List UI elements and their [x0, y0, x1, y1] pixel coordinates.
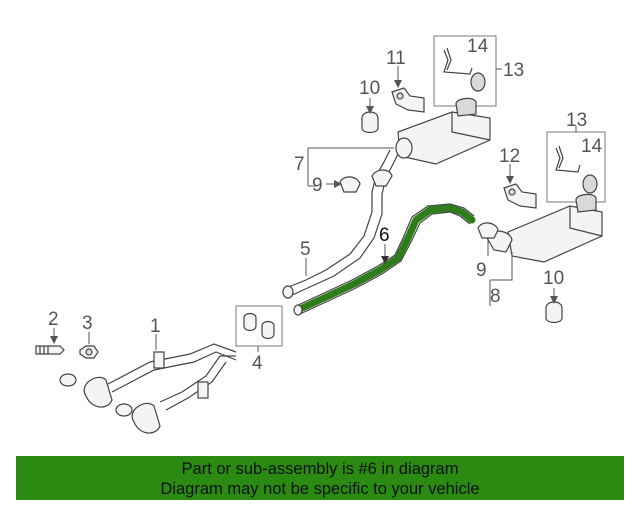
part-11-hanger-bracket[interactable] — [391, 66, 425, 113]
part-6-tail-pipe-highlighted[interactable] — [293, 203, 476, 316]
part-9-clamp-upper[interactable] — [326, 176, 361, 193]
callout-2[interactable]: 2 — [48, 309, 59, 330]
callout-6[interactable]: 6 — [379, 225, 390, 246]
callout-5[interactable]: 5 — [300, 239, 311, 260]
part-1-front-pipe-assembly[interactable] — [59, 334, 237, 434]
part-2-stud[interactable] — [35, 328, 65, 355]
callout-3[interactable]: 3 — [82, 313, 93, 334]
callout-13-upper[interactable]: 13 — [503, 60, 524, 81]
callout-1[interactable]: 1 — [150, 316, 161, 337]
callout-12[interactable]: 12 — [499, 146, 520, 167]
part-8-muffler-lower[interactable] — [485, 193, 603, 306]
callout-10-upper[interactable]: 10 — [359, 78, 380, 99]
callout-9-upper[interactable]: 9 — [312, 175, 323, 196]
callout-8[interactable]: 8 — [490, 286, 501, 307]
callout-13-lower[interactable]: 13 — [566, 110, 587, 131]
callout-14-upper[interactable]: 14 — [467, 36, 489, 57]
exhaust-parts-diagram: 1 2 3 4 5 6 7 8 9 9 10 10 11 12 13 13 14… — [35, 35, 606, 434]
callout-10-lower[interactable]: 10 — [543, 268, 564, 289]
callout-7[interactable]: 7 — [294, 154, 305, 175]
part-3-nut[interactable] — [79, 332, 99, 359]
part-9-clamp-lower[interactable] — [477, 222, 499, 256]
part-13-kit-lower[interactable] — [546, 126, 606, 203]
callout-14-lower[interactable]: 14 — [581, 136, 603, 157]
info-banner: Part or sub-assembly is #6 in diagram Di… — [16, 456, 624, 500]
part-12-hanger-bracket[interactable] — [503, 164, 537, 209]
part-7-muffler-upper[interactable] — [307, 97, 491, 187]
info-banner-line-1: Part or sub-assembly is #6 in diagram — [181, 460, 459, 478]
part-4-gasket-kit[interactable] — [235, 305, 283, 352]
part-10-clamp-lower[interactable] — [545, 288, 563, 324]
part-13-kit-upper[interactable] — [433, 35, 502, 107]
callout-4[interactable]: 4 — [252, 353, 263, 374]
info-banner-line-2: Diagram may not be specific to your vehi… — [160, 480, 480, 498]
callout-11[interactable]: 11 — [386, 48, 406, 69]
intermediate-pipe-upper — [282, 149, 399, 299]
callout-9-lower[interactable]: 9 — [476, 260, 487, 281]
part-10-clamp-upper[interactable] — [361, 98, 379, 134]
